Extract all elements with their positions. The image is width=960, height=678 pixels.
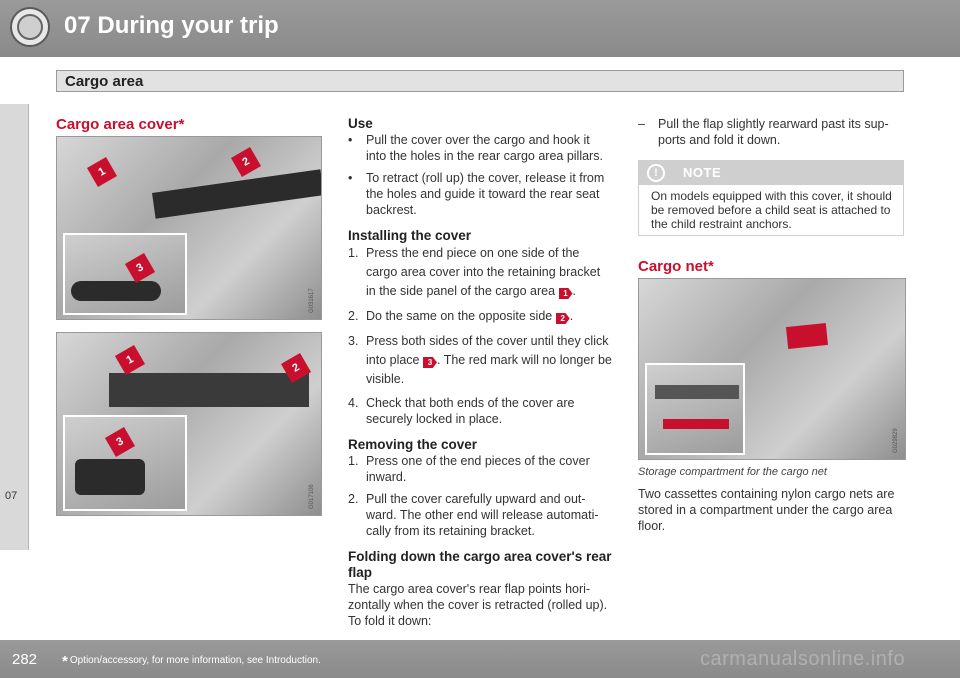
photo1-inset: 3	[63, 233, 187, 315]
chapter-header: 07 During your trip	[0, 0, 960, 57]
storage-compartment-mark	[785, 322, 829, 350]
use-heading: Use	[348, 116, 373, 131]
footnote: *Option/accessory, for more information,…	[62, 653, 321, 670]
chapter-title: 07 During your trip	[64, 12, 279, 39]
list-item: –Pull the flap slightly rearward past it…	[638, 117, 889, 147]
cargo-cover-photo-1: 1 2 3 G031617	[56, 136, 322, 320]
page-number: 282	[12, 651, 38, 668]
photo3-code: G029829	[893, 428, 899, 453]
note-header: ! NOTE	[639, 161, 903, 185]
folding-text: The cargo area cover's rear flap points …	[348, 582, 608, 628]
list-item: 1.Press the end piece on one side of the…	[348, 246, 601, 299]
info-icon: !	[647, 164, 665, 182]
mark-ref-2: 2	[555, 313, 570, 324]
note-title: NOTE	[683, 165, 722, 180]
section-bar: Cargo area	[56, 70, 904, 92]
photo1-mark-3: 3	[124, 252, 156, 284]
photo1-code: G031617	[309, 288, 315, 313]
right-column-top: –Pull the flap slightly rearward past it…	[638, 116, 904, 154]
note-text: On models equipped with this cover, it s…	[651, 189, 892, 231]
cargo-cover-photo-2: 1 2 3 G017106	[56, 332, 322, 516]
steering-wheel-icon	[10, 7, 50, 47]
cargo-net-inset	[645, 363, 745, 455]
chapter-side-tab: 07	[0, 104, 29, 550]
watermark: carmanualsonline.info	[700, 648, 906, 670]
list-item: 4.Check that both ends of the cover are …	[348, 396, 575, 426]
page-footer: 282 *Option/accessory, for more informat…	[0, 640, 960, 678]
side-tab-label: 07	[5, 490, 18, 502]
list-item: 1.Press one of the end pieces of the cov…	[348, 454, 590, 484]
list-item: 3.Press both sides of the cover until th…	[348, 334, 612, 386]
middle-column: Use •Pull the cover over the cargo and h…	[348, 116, 612, 629]
photo2-mark-3: 3	[104, 426, 136, 458]
mark-ref-3: 3	[423, 357, 437, 368]
section-title: Cargo area	[65, 73, 144, 90]
removing-heading: Removing the cover	[348, 437, 478, 452]
cargo-net-paragraph: Two cassettes containing nylon cargo net…	[638, 487, 895, 533]
photo1-mark-2: 2	[230, 146, 262, 178]
mark-ref-1: 1	[558, 288, 573, 299]
cargo-net-photo: G029829	[638, 278, 906, 460]
photo2-mark-1: 1	[114, 344, 146, 376]
photo2-code: G017106	[309, 484, 315, 509]
cargo-net-heading: Cargo net*	[638, 258, 714, 275]
cargo-net-caption: Storage compartment for the cargo net	[638, 466, 827, 478]
list-item: 2.Do the same on the opposite side 2.	[348, 309, 574, 324]
folding-heading: Folding down the cargo area cover's rear…	[348, 549, 612, 580]
cargo-cover-heading: Cargo area cover*	[56, 116, 185, 133]
list-item: 2.Pull the cover carefully upward and ou…	[348, 492, 599, 538]
note-box: ! NOTE On models equipped with this cove…	[638, 160, 904, 236]
list-item: •To retract (roll up) the cover, release…	[348, 171, 605, 217]
list-item: •Pull the cover over the cargo and hook …	[348, 133, 603, 163]
installing-heading: Installing the cover	[348, 228, 472, 243]
photo1-mark-1: 1	[86, 156, 118, 188]
photo2-inset: 3	[63, 415, 187, 511]
